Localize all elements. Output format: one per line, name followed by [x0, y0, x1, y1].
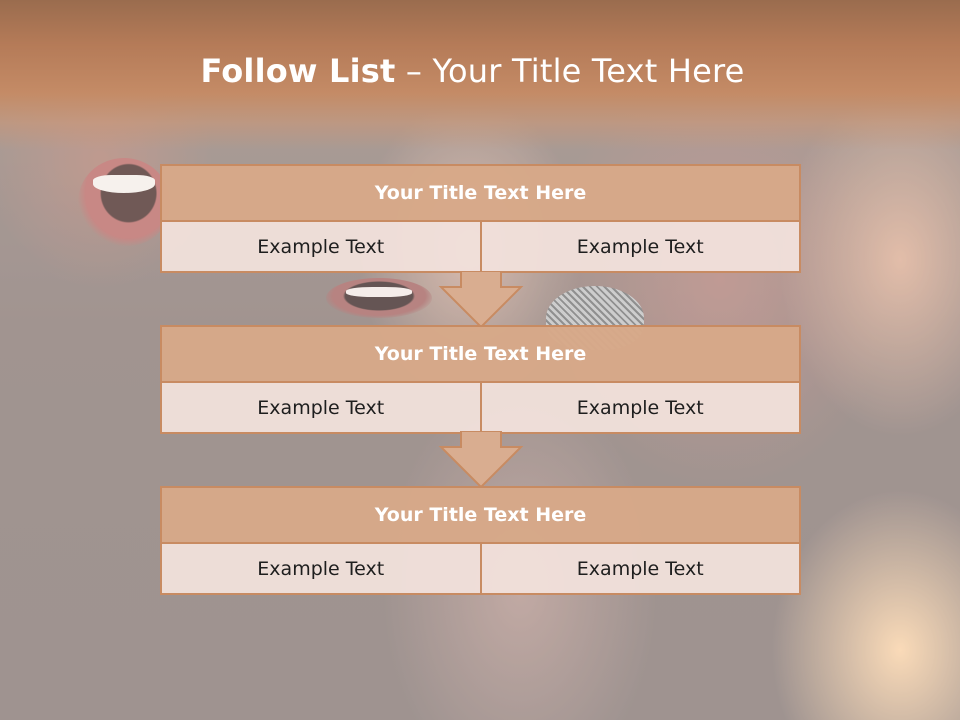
flow-box-2: Your Title Text Here Example Text Exampl… [160, 325, 801, 434]
flow-box-right-text: Example Text [479, 222, 800, 271]
singer-mouth-left [78, 158, 170, 246]
title-bold: Follow List [200, 52, 396, 90]
flow-box-heading: Your Title Text Here [162, 488, 799, 544]
flow-box-heading: Your Title Text Here [162, 166, 799, 222]
slide-title: Follow List – Your Title Text Here [0, 52, 945, 90]
flow-box-left-text: Example Text [257, 557, 385, 580]
flow-box-right-text: Example Text [479, 544, 800, 593]
flow-box-1: Your Title Text Here Example Text Exampl… [160, 164, 801, 273]
down-arrow-icon [438, 431, 524, 489]
flow-box-row: Example Text Example Text [162, 383, 799, 432]
title-band [0, 0, 960, 150]
teeth-center [346, 287, 412, 297]
flow-box-left-text: Example Text [257, 396, 385, 419]
teeth-left [93, 175, 155, 193]
down-arrow-icon [438, 271, 524, 329]
flow-box-row: Example Text Example Text [162, 222, 799, 271]
flow-box-3: Your Title Text Here Example Text Exampl… [160, 486, 801, 595]
flow-box-right-text: Example Text [479, 383, 800, 432]
flow-box-left-text: Example Text [257, 235, 385, 258]
title-rest: – Your Title Text Here [395, 52, 745, 90]
flow-box-heading: Your Title Text Here [162, 327, 799, 383]
flow-box-row: Example Text Example Text [162, 544, 799, 593]
singer-mouth-center [326, 278, 432, 318]
